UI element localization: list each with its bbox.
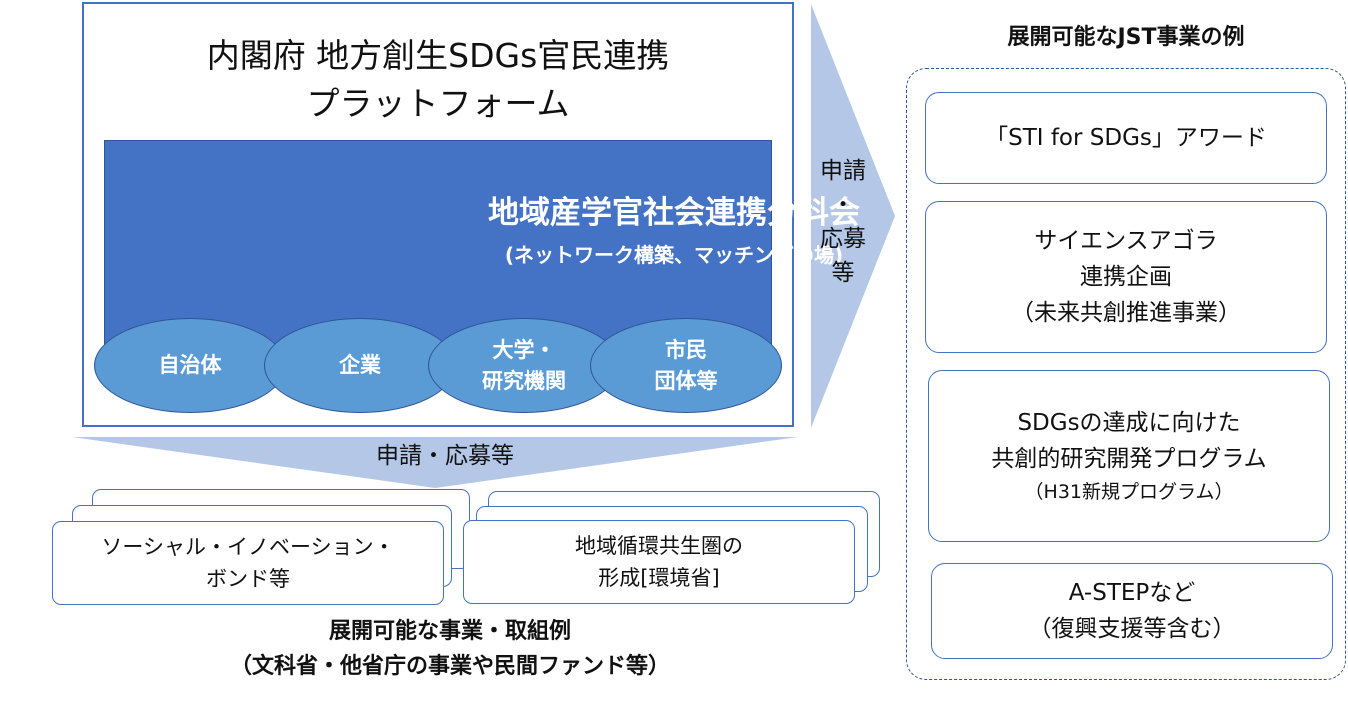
jst-item-label: （未来共創推進事業） (1011, 300, 1241, 326)
member-label: 企業 (339, 353, 381, 377)
jst-item-sti-award: 「STI for SDGs」アワード (925, 92, 1327, 184)
caption-line: （文科省・他省庁の事業や民間ファンド等） (229, 654, 670, 679)
program-label: 地域循環共生圏の (575, 534, 743, 558)
member-label: 自治体 (158, 353, 222, 377)
other-programs-caption: 展開可能な事業・取組例 （文科省・他省庁の事業や民間ファンド等） (140, 614, 760, 684)
member-company: 企業 (264, 318, 456, 413)
jst-item-label: 連携企画 (1080, 264, 1172, 290)
member-municipality: 自治体 (94, 318, 286, 413)
jst-heading: 展開可能なJST事業の例 (1007, 25, 1245, 50)
member-university: 大学・ 研究機関 (428, 318, 620, 413)
arrow-right (811, 4, 895, 428)
member-label: 大学・ (492, 337, 556, 362)
platform-title-line1: 内閣府 地方創生SDGs官民連携 (206, 36, 670, 75)
jst-item-label: サイエンスアゴラ (1034, 228, 1218, 254)
jst-item-science-agora: サイエンスアゴラ 連携企画 （未来共創推進事業） (925, 201, 1327, 353)
platform-title: 内閣府 地方創生SDGs官民連携 プラットフォーム (84, 32, 792, 128)
jst-item-label: （復興支援等含む） (1028, 616, 1236, 642)
jst-item-note: （H31新規プログラム） (1024, 481, 1234, 503)
jst-item-label: 「STI for SDGs」アワード (985, 125, 1267, 151)
arrow-right-label-part: 応募 (820, 226, 866, 252)
arrow-right-label-part: ・ (831, 192, 855, 218)
jst-item-label: 共創的研究開発プログラム (991, 446, 1267, 472)
jst-item-a-step: A-STEPなど （復興支援等含む） (931, 563, 1333, 659)
jst-item-label: SDGsの達成に向けた (1017, 410, 1241, 436)
arrow-right-label: 申請 ・ 応募 等 (812, 154, 874, 290)
arrow-right-label-part: 等 (831, 260, 855, 286)
program-regional-circulation: 地域循環共生圏の 形成[環境省] (463, 520, 855, 604)
member-label: 市民 (665, 337, 707, 362)
subcommittee-title: 地域産学官社会連携分科会 (488, 195, 860, 231)
program-label: 形成[環境省] (598, 566, 720, 590)
program-label: ボンド等 (206, 567, 290, 591)
jst-item-label: A-STEPなど (1068, 580, 1196, 606)
arrow-down-label: 申請・応募等 (376, 443, 514, 469)
arrow-right-label-part: 申請 (820, 158, 866, 184)
subcommittee-box (104, 140, 772, 345)
platform-title-line2: プラットフォーム (306, 84, 570, 123)
member-label: 団体等 (654, 368, 718, 393)
member-citizen-group: 市民 団体等 (590, 318, 782, 413)
caption-line: 展開可能な事業・取組例 (328, 619, 571, 644)
arrow-down (72, 437, 798, 488)
jst-item-sdgs-program: SDGsの達成に向けた 共創的研究開発プログラム （H31新規プログラム） (928, 370, 1330, 542)
member-label: 研究機関 (482, 368, 566, 393)
program-social-innovation-bond: ソーシャル・イノベーション・ ボンド等 (52, 521, 444, 605)
subcommittee-subtitle: (ネットワーク構築、マッチングの場) (504, 243, 844, 267)
program-label: ソーシャル・イノベーション・ (101, 535, 395, 559)
jst-panel (906, 68, 1346, 680)
